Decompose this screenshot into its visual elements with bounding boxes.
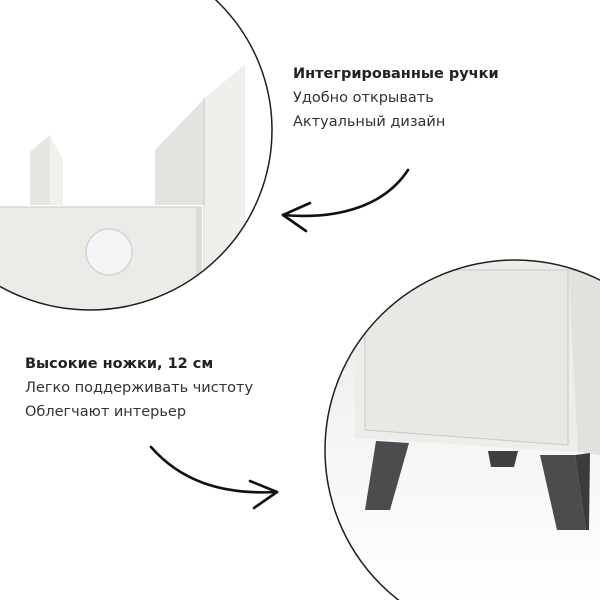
feature-legs-line-2: Облегчают интерьер [25, 404, 187, 420]
feature-handles-title: Интегрированные ручки [293, 66, 499, 82]
arrow-right-icon [149, 445, 279, 510]
feature-legs-line-1: Легко поддерживать чистоту [25, 380, 254, 396]
feature-handles-line-2: Актуальный дизайн [293, 114, 446, 130]
leg-icon [365, 441, 409, 510]
feature-handles-line-1: Удобно открывать [293, 90, 434, 106]
handle-closeup-image [0, 0, 272, 310]
feature-legs-title: Высокие ножки, 12 см [25, 356, 214, 372]
top-circle-outline [0, 0, 273, 311]
legs-closeup-image [325, 260, 600, 600]
arrow-left-icon [281, 168, 410, 233]
bottom-circle-outline [324, 259, 600, 600]
feature-handles: Интегрированные ручки Удобно открывать А… [293, 62, 499, 134]
round-handle-icon [85, 228, 133, 276]
feature-legs: Высокие ножки, 12 см Легко поддерживать … [25, 352, 253, 424]
